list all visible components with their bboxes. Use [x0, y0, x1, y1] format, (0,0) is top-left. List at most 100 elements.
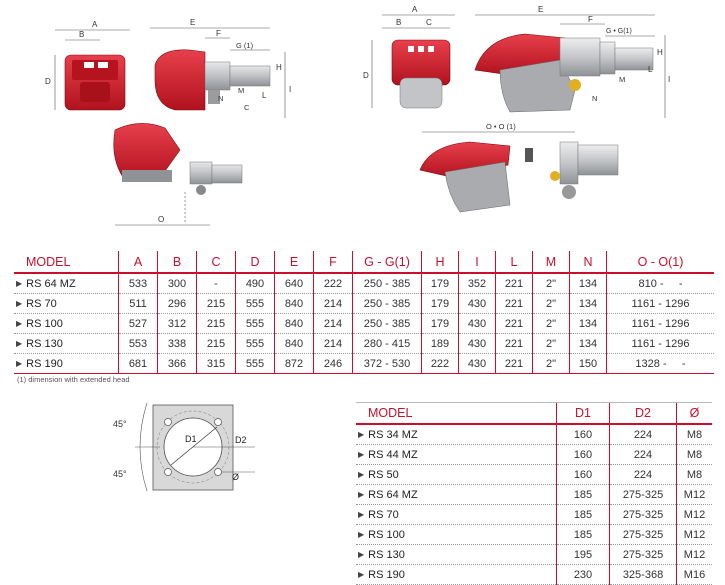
cell-d1: 160 — [556, 464, 610, 485]
flange-angle-bottom: 45° — [113, 469, 127, 479]
cell-c: 215 — [196, 293, 236, 314]
side-view-large — [474, 33, 654, 113]
table-row: ▶RS 64 MZ 533 300 - 490 640 222 250 - 38… — [14, 273, 714, 294]
cell-o: M16 — [676, 564, 712, 585]
cell-d1: 185 — [556, 504, 610, 525]
cell-d: 555 — [235, 333, 275, 354]
cell-o: M8 — [676, 424, 712, 445]
col-h: H — [421, 251, 459, 274]
dim-label-c-large: C — [426, 18, 432, 27]
flange-d1-label: D1 — [185, 434, 197, 444]
cell-d1: 160 — [556, 444, 610, 465]
dimensions-header-row: MODEL A B C D E F G - G(1) H I L M N O -… — [14, 251, 714, 274]
cell-i: 430 — [458, 293, 496, 314]
dim-label-o: O — [158, 215, 164, 224]
cell-d1: 230 — [556, 564, 610, 585]
cell-f: 214 — [313, 293, 353, 314]
flange-o-label: Ø — [232, 472, 239, 482]
cell-e: 872 — [274, 353, 314, 374]
cell-b: 366 — [157, 353, 197, 374]
cell-o: M12 — [676, 484, 712, 505]
dim-label-g: G (1) — [236, 41, 254, 50]
large-burner-drawing: A B C D E F G • G(1) H L M N I O • O (1) — [363, 5, 670, 213]
dim-label-n: N — [218, 94, 223, 103]
table-row: ▶RS 100 185 275-325 M12 — [356, 524, 712, 545]
cell-d2: 275-325 — [609, 544, 677, 565]
cell-c: 215 — [196, 313, 236, 334]
cell-o: M8 — [676, 444, 712, 465]
cell-g: 280 - 415 — [352, 333, 422, 354]
flange-d2-label: D2 — [235, 435, 247, 445]
cell-a: 553 — [118, 333, 158, 354]
table-row: ▶RS 70 185 275-325 M12 — [356, 504, 712, 525]
flange-col-d1: D1 — [556, 402, 610, 425]
table-row: ▶RS 190 681 366 315 555 872 246 372 - 53… — [14, 353, 714, 374]
cell-d: 555 — [235, 313, 275, 334]
front-view-large — [391, 39, 451, 109]
row-model: RS 70 — [26, 297, 57, 310]
cell-o: 1161 - 1296 — [606, 333, 714, 354]
cell-a: 511 — [118, 293, 158, 314]
dim-label-m: M — [238, 86, 244, 95]
cell-l: 221 — [495, 313, 533, 334]
dim-label-i-large: I — [668, 75, 670, 84]
cell-l: 221 — [495, 273, 533, 294]
cell-h: 179 — [421, 313, 459, 334]
cell-o: 1328 - - — [606, 353, 714, 374]
cell-f: 246 — [313, 353, 353, 374]
row-model: RS 100 — [368, 528, 405, 541]
cell-d2: 275-325 — [609, 504, 677, 525]
bullet-triangle-icon: ▶ — [16, 358, 23, 368]
col-model: MODEL — [14, 251, 119, 274]
cell-n: 134 — [569, 313, 607, 334]
table-row: ▶RS 130 553 338 215 555 840 214 280 - 41… — [14, 333, 714, 354]
cell-h: 189 — [421, 333, 459, 354]
cell-i: 430 — [458, 353, 496, 374]
col-b: B — [157, 251, 197, 274]
row-model: RS 34 MZ — [368, 428, 418, 441]
col-i: I — [458, 251, 496, 274]
dim-label-n-large: N — [592, 94, 597, 103]
cell-a: 527 — [118, 313, 158, 334]
flange-angle-top: 45° — [113, 419, 127, 429]
open-view-large — [419, 141, 619, 213]
bullet-triangle-icon: ▶ — [358, 569, 365, 579]
cell-d: 555 — [235, 353, 275, 374]
flange-col-model: MODEL — [356, 402, 557, 425]
dim-label-d-large: D — [363, 71, 369, 80]
bullet-triangle-icon: ▶ — [16, 318, 23, 328]
cell-b: 338 — [157, 333, 197, 354]
col-o: O - O(1) — [606, 251, 714, 274]
col-a: A — [118, 251, 158, 274]
footnote: (1) dimension with extended head — [17, 375, 130, 384]
cell-d2: 224 — [609, 424, 677, 445]
row-model: RS 130 — [368, 548, 405, 561]
table-row: ▶RS 64 MZ 185 275-325 M12 — [356, 484, 712, 505]
dim-label-oo-large: O • O (1) — [486, 122, 516, 131]
dim-label-l: L — [262, 91, 267, 100]
col-d: D — [235, 251, 275, 274]
dim-label-i: I — [289, 85, 291, 94]
bullet-triangle-icon: ▶ — [358, 429, 365, 439]
cell-f: 214 — [313, 333, 353, 354]
flange-col-d2: D2 — [609, 402, 677, 425]
cell-n: 134 — [569, 333, 607, 354]
cell-e: 840 — [274, 333, 314, 354]
dim-label-m-large: M — [619, 75, 625, 84]
row-model: RS 130 — [26, 337, 63, 350]
cell-d: 555 — [235, 293, 275, 314]
cell-a: 533 — [118, 273, 158, 294]
cell-d1: 195 — [556, 544, 610, 565]
cell-m: 2" — [532, 273, 570, 294]
cell-b: 296 — [157, 293, 197, 314]
cell-l: 221 — [495, 333, 533, 354]
cell-h: 179 — [421, 273, 459, 294]
cell-i: 430 — [458, 333, 496, 354]
cell-g: 372 - 530 — [352, 353, 422, 374]
cell-o: 1161 - 1296 — [606, 313, 714, 334]
cell-d2: 275-325 — [609, 484, 677, 505]
table-row: ▶RS 130 195 275-325 M12 — [356, 544, 712, 565]
cell-d2: 224 — [609, 444, 677, 465]
dim-label-h-large: H — [657, 48, 663, 57]
cell-f: 222 — [313, 273, 353, 294]
